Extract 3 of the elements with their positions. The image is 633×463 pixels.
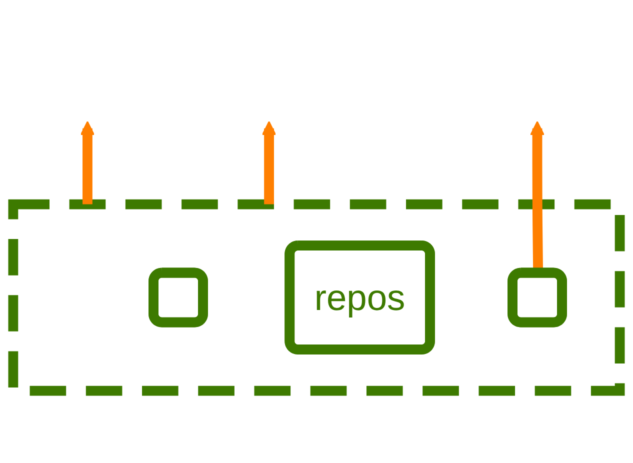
arrow	[262, 121, 276, 204]
cluster	[8, 199, 625, 396]
arrow	[80, 121, 95, 204]
